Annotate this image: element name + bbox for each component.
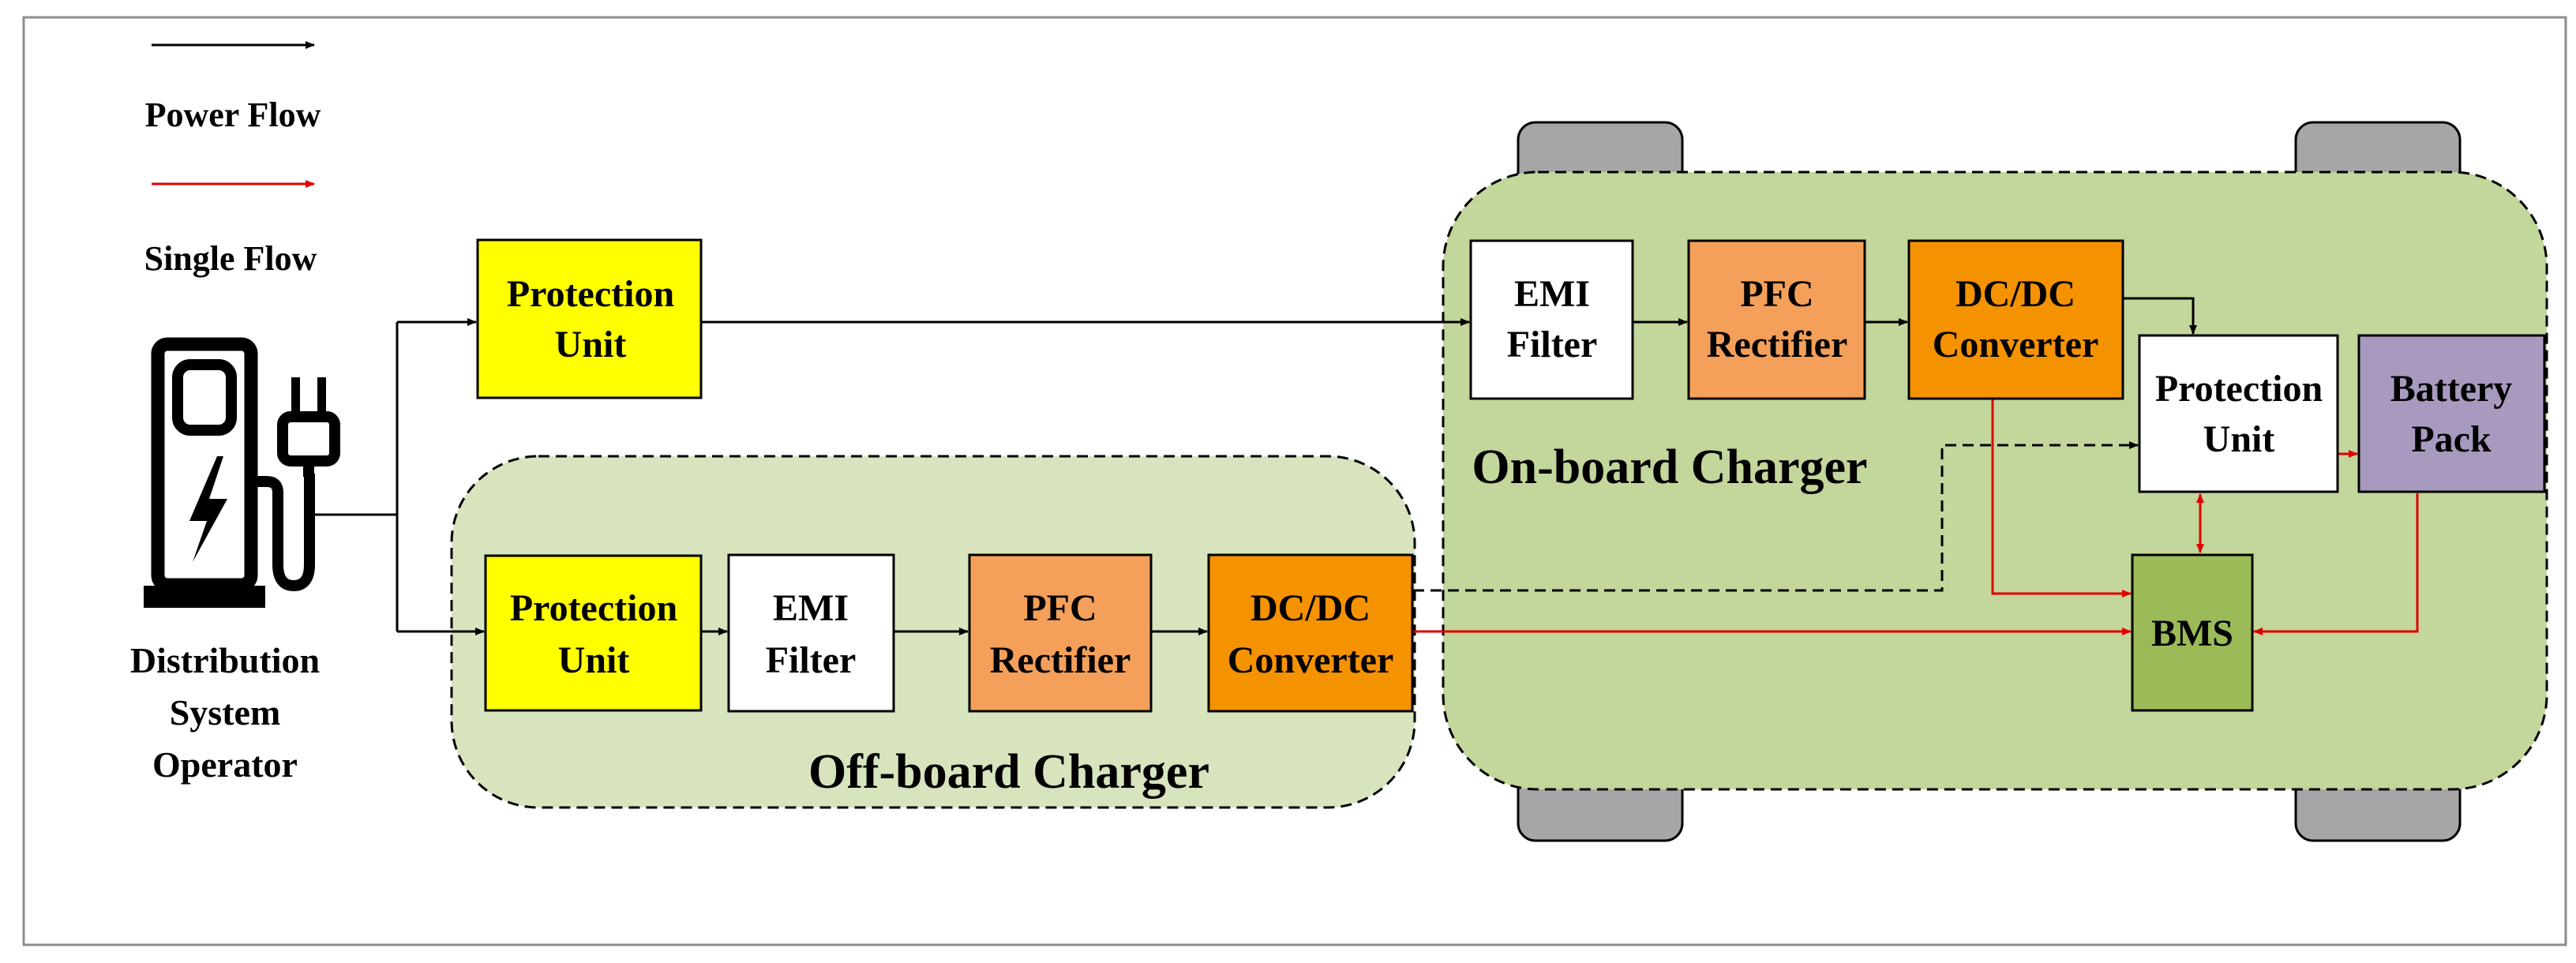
svg-text:BMS: BMS	[2151, 613, 2233, 654]
figure-frame	[22, 16, 2567, 946]
svg-text:Converter: Converter	[1228, 639, 1394, 681]
battery-pack: Battery Pack	[2357, 334, 2546, 493]
svg-text:Operator: Operator	[152, 744, 298, 785]
svg-text:Filter: Filter	[1507, 324, 1598, 365]
svg-text:Unit: Unit	[558, 639, 630, 681]
svg-text:Unit: Unit	[2203, 418, 2275, 460]
svg-text:Filter: Filter	[766, 639, 857, 681]
offboard-dcdc-converter: DC/DC Converter	[1207, 553, 1414, 713]
offboard-pfc-rectifier: PFC Rectifier	[968, 553, 1153, 713]
direct-protection-unit: Protection Unit	[476, 238, 703, 399]
svg-text:Protection: Protection	[510, 587, 677, 629]
onboard-dcdc-converter: DC/DC Converter	[1907, 239, 2124, 400]
svg-text:PFC: PFC	[1740, 273, 1813, 315]
legend-power-label: Power Flow	[145, 96, 321, 134]
svg-text:Unit: Unit	[555, 324, 627, 365]
onboard-title: On-board Charger	[1472, 440, 1867, 494]
legend: Power Flow Single Flow	[144, 41, 321, 278]
svg-text:DC/DC: DC/DC	[1955, 273, 2075, 315]
svg-text:Converter: Converter	[1933, 324, 2099, 365]
offboard-emi-filter: EMI Filter	[727, 553, 895, 713]
svg-text:Distribution: Distribution	[130, 640, 320, 680]
svg-text:EMI: EMI	[1514, 273, 1590, 315]
svg-text:Protection: Protection	[2155, 368, 2323, 410]
offboard-title: Off-board Charger	[808, 745, 1209, 799]
legend-signal-label: Single Flow	[144, 239, 317, 278]
ev-charging-station-icon	[144, 337, 340, 608]
offboard-protection-unit: Protection Unit	[484, 554, 703, 712]
power-lines	[314, 297, 2197, 635]
svg-text:DC/DC: DC/DC	[1251, 587, 1370, 629]
svg-text:Rectifier: Rectifier	[990, 639, 1131, 681]
svg-text:Pack: Pack	[2411, 418, 2492, 460]
onboard-protection-unit: Protection Unit	[2138, 334, 2339, 493]
svg-text:Battery: Battery	[2390, 368, 2513, 410]
svg-text:EMI: EMI	[773, 587, 849, 629]
onboard-pfc-rectifier: PFC Rectifier	[1687, 239, 1866, 400]
source-label: Distribution System Operator	[130, 640, 320, 785]
svg-text:Rectifier: Rectifier	[1707, 324, 1848, 365]
bms-unit: BMS	[2131, 553, 2254, 712]
svg-text:System: System	[170, 692, 281, 733]
svg-text:Protection: Protection	[507, 273, 674, 315]
signal-lines	[1413, 399, 2419, 635]
svg-text:PFC: PFC	[1023, 587, 1097, 629]
onboard-emi-filter: EMI Filter	[1469, 239, 1634, 400]
